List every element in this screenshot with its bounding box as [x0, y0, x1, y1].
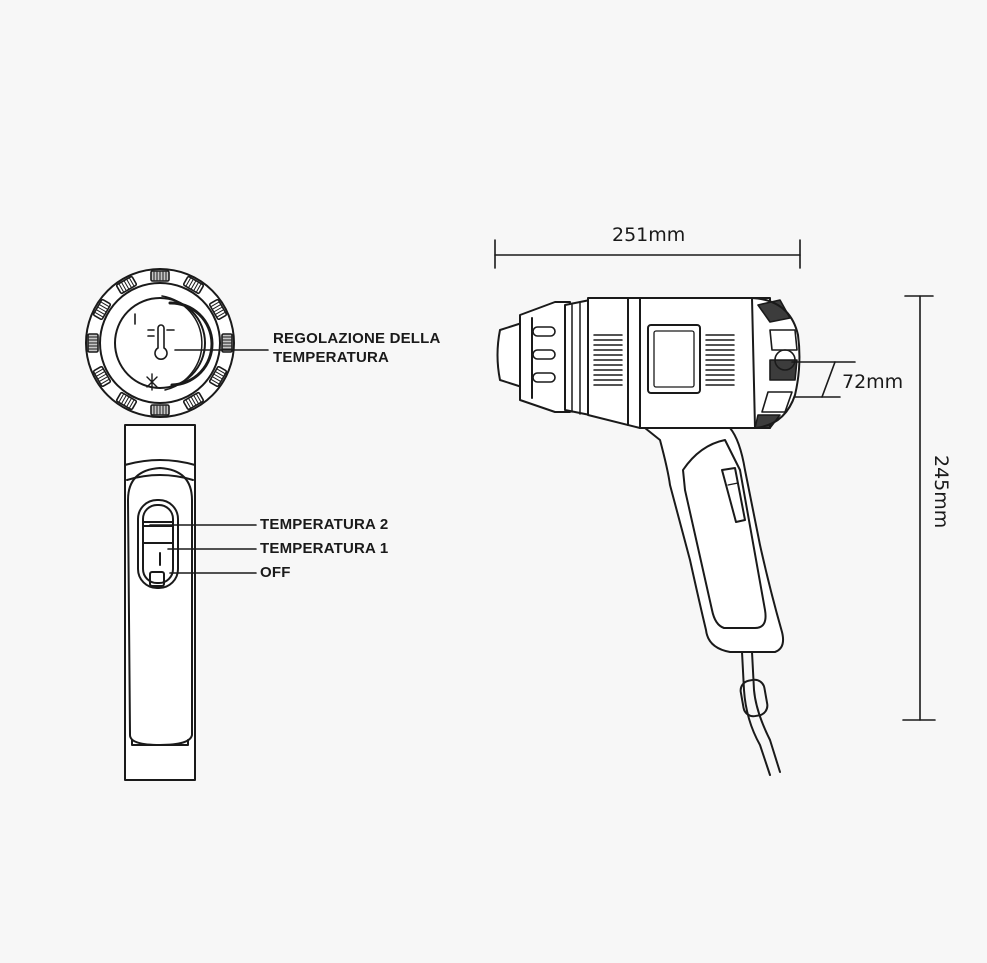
power-switch[interactable] [137, 499, 179, 589]
side-view [496, 297, 801, 776]
height-dimension-label: 245mm [930, 455, 952, 529]
head-vent-slot [87, 333, 99, 353]
front-handle-grip [127, 467, 193, 746]
head-vent-slot [182, 275, 205, 295]
temperature-control-label-line1: REGOLAZIONE DELLA [273, 330, 441, 347]
head-vent-slot [150, 404, 170, 416]
temperature-control-label-line2: TEMPERATURA [273, 348, 390, 366]
thermometer-icon [154, 324, 168, 360]
body-vents-left [593, 334, 623, 386]
temperature-1-label: TEMPERATURA 1 [260, 540, 389, 557]
temperature-control-label: REGOLAZIONE DELLA TEMPERATURA [273, 330, 441, 368]
nozzle-diameter-label: 72mm [842, 371, 904, 393]
head-vent-slot [115, 391, 138, 411]
power-cable [739, 651, 781, 776]
head-vent-slot [92, 298, 112, 321]
body-vents-right [705, 334, 735, 386]
length-dimension-label: 251mm [612, 224, 686, 246]
fan-icon [146, 373, 158, 391]
head-vent-slot [150, 270, 170, 282]
front-head [85, 268, 235, 418]
off-label: OFF [260, 564, 291, 581]
nozzle-vents [532, 326, 556, 383]
body [587, 297, 771, 429]
trigger[interactable] [721, 467, 746, 523]
head-vent-slot [182, 391, 205, 411]
temperature-2-label: TEMPERATURA 2 [260, 516, 389, 533]
callout-lines [149, 349, 269, 574]
head-vent-slot [208, 365, 228, 388]
dimension-lines [494, 239, 936, 721]
rear-fins [754, 299, 798, 429]
temperature-dial[interactable] [134, 295, 214, 391]
head-vent-slot [115, 275, 138, 295]
display [647, 324, 701, 394]
front-view [85, 268, 235, 781]
front-vents [87, 270, 233, 416]
head-vent-slot [92, 365, 112, 388]
side-handle [644, 427, 785, 653]
head-vent-slot [221, 333, 233, 353]
head-vent-slot [208, 298, 228, 321]
